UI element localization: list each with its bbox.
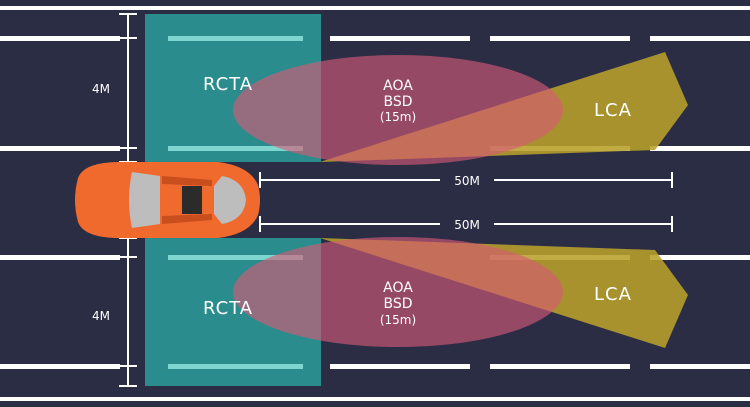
- bottom-rcta-label: RCTA: [203, 298, 253, 319]
- top-width-label: 4M: [92, 82, 110, 96]
- car-roof-edge: [162, 176, 212, 186]
- bottom-bsd-label: BSD: [383, 296, 412, 312]
- top-aoa-label: AOA: [383, 78, 413, 94]
- lane-dash: [650, 146, 750, 151]
- bottom-lca-label: LCA: [594, 284, 632, 305]
- lane-dash: [0, 146, 120, 151]
- top-rcta-stripe: [168, 36, 303, 41]
- car-roof-edge: [162, 214, 212, 224]
- lane-dash: [650, 255, 750, 260]
- lane-dash: [650, 364, 750, 369]
- bottom-aoa-label: AOA: [383, 280, 413, 296]
- lane-dash: [650, 36, 750, 41]
- lane-dash: [330, 364, 470, 369]
- top-zones: [145, 14, 688, 165]
- lane-dash: [490, 364, 630, 369]
- top-range-label: (15m): [380, 110, 416, 124]
- top-bsd-label: BSD: [383, 94, 412, 110]
- bottom-width-label: 4M: [92, 309, 110, 323]
- car-sunroof: [182, 186, 202, 214]
- top-bsd-zone: [233, 55, 563, 165]
- road-edge-top: [0, 6, 750, 10]
- width-brackets: [119, 13, 137, 387]
- lane-dash: [0, 364, 120, 369]
- car-top-view-icon: [75, 162, 260, 238]
- lane-dash: [0, 36, 120, 41]
- top-distance-label: 50M: [454, 174, 480, 188]
- top-rcta-label: RCTA: [203, 74, 253, 95]
- bottom-distance-label: 50M: [454, 218, 480, 232]
- bottom-range-label: (15m): [380, 313, 416, 327]
- car-body: [75, 162, 260, 238]
- top-rcta-stripe: [168, 146, 303, 151]
- road-edge-bottom: [0, 397, 750, 401]
- lane-dash: [490, 36, 630, 41]
- lane-dash: [0, 255, 120, 260]
- bottom-rcta-stripe: [168, 255, 303, 260]
- top-lca-label: LCA: [594, 100, 632, 121]
- car-windshield: [214, 176, 246, 224]
- bottom-bsd-zone: [233, 237, 563, 347]
- distance-markers: [259, 172, 673, 232]
- bottom-rcta-stripe: [168, 364, 303, 369]
- bottom-zones: [145, 237, 688, 386]
- lane-dash: [330, 36, 470, 41]
- car-rear-window: [129, 172, 160, 228]
